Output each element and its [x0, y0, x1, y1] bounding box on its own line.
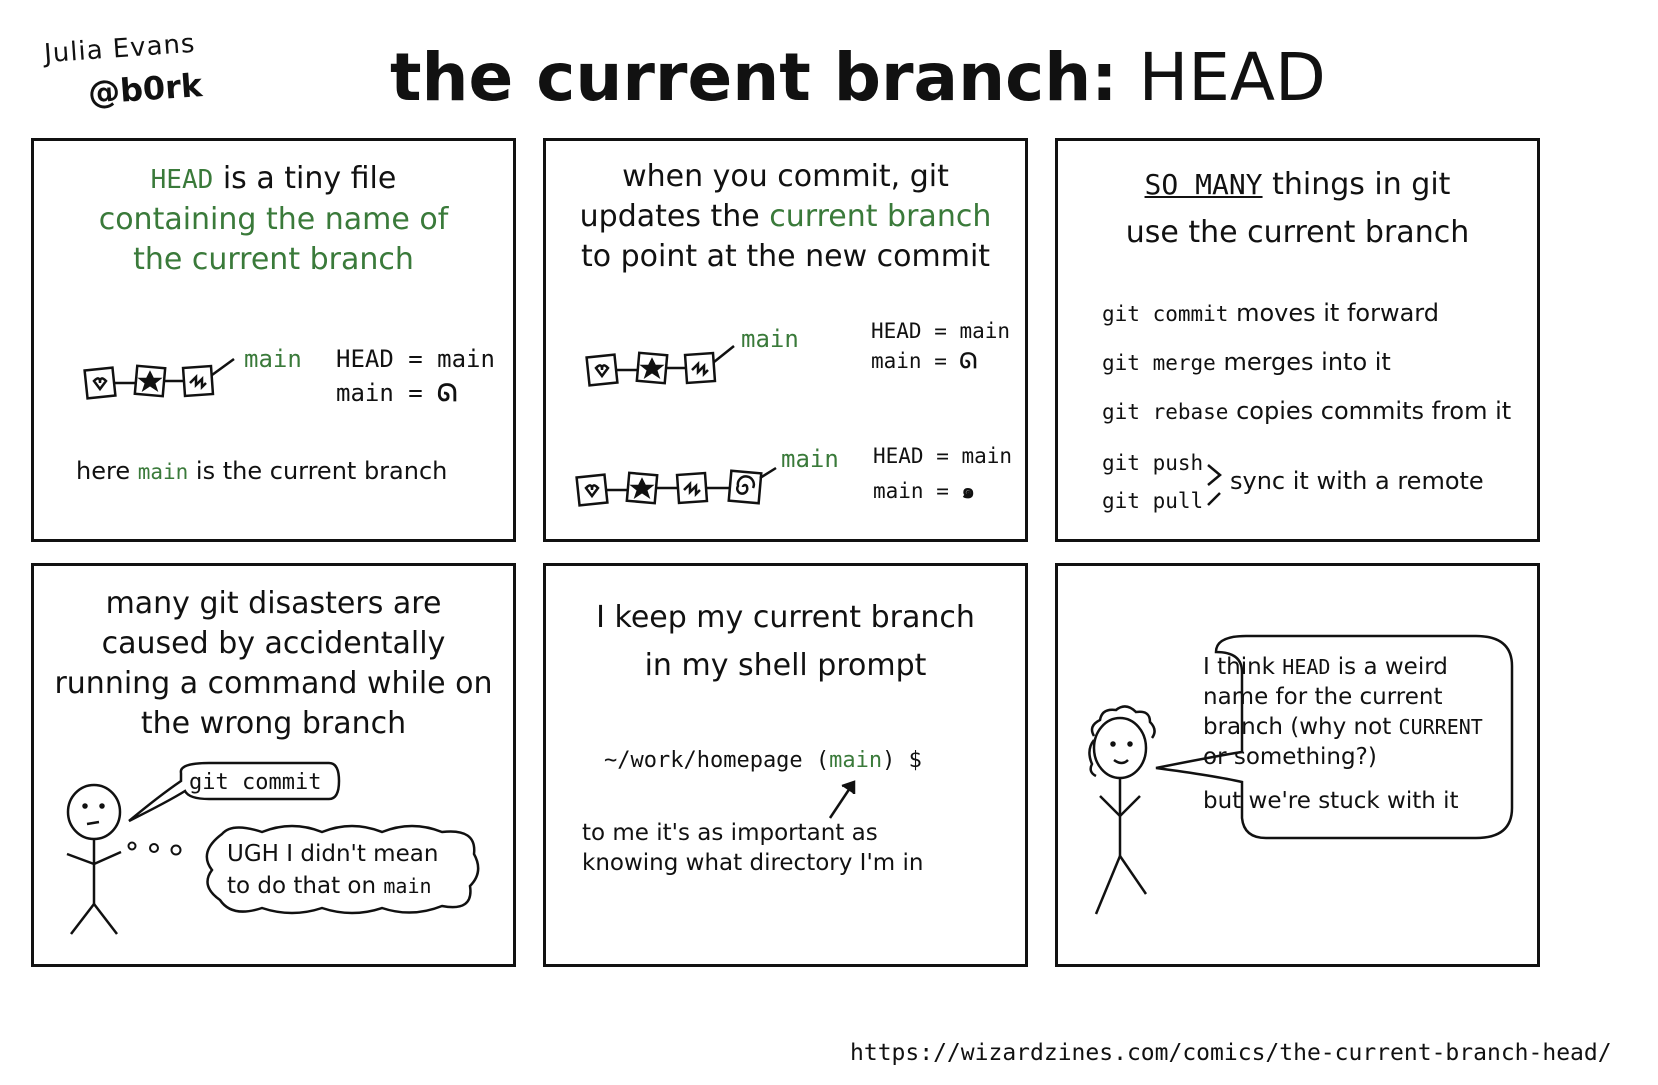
panel3-caption: SO MANY things in git use the current br… — [1058, 161, 1537, 257]
title-code: HEAD — [1138, 39, 1326, 116]
sync-text: sync it with a remote — [1230, 467, 1484, 495]
commit-chain — [83, 357, 235, 400]
caption-line2: in my shell prompt — [644, 648, 927, 683]
commit-chain-after — [575, 466, 777, 507]
head-code: HEAD — [150, 165, 214, 195]
command-code: git merge — [1102, 351, 1216, 375]
caption-line1: is a tiny file — [213, 161, 397, 196]
commit-chain-before — [585, 345, 735, 387]
bubble-text: I think HEAD is a weird name for the cur… — [1203, 652, 1483, 816]
branch-label-main-bottom: main — [781, 445, 839, 473]
bubble-line5: but we're stuck with it — [1203, 788, 1459, 814]
thought-line1: UGH I didn't mean — [227, 841, 439, 867]
caption-emph: SO MANY — [1144, 168, 1263, 201]
panel-many-things: SO MANY things in git use the current br… — [1055, 138, 1540, 542]
thought-code: main — [383, 874, 432, 898]
speech-bubble-large — [1155, 634, 1514, 840]
caption-line3: running a command while on — [54, 666, 493, 701]
thought-text: UGH I didn't mean to do that on main — [227, 838, 438, 902]
panel-weird-name: I think HEAD is a weird name for the cur… — [1055, 563, 1540, 967]
command-list: git commit moves it forward git merge me… — [1102, 299, 1511, 446]
caption-line1: many git disasters are — [105, 586, 442, 621]
brace-icon — [1207, 464, 1222, 506]
bubble-head-code: HEAD — [1282, 655, 1331, 679]
source-url[interactable]: https://wizardzines.com/comics/the-curre… — [850, 1040, 1612, 1066]
eq-main: main = ᘏ — [336, 377, 457, 409]
command-code: git commit — [1102, 302, 1229, 326]
caption-line1-rest: things in git — [1262, 167, 1451, 202]
bubble-line3-pre: branch (why not — [1203, 714, 1399, 740]
panel-git-disasters: many git disasters are caused by acciden… — [31, 563, 516, 967]
bubble-line1-post: is a weird — [1330, 654, 1448, 680]
caption-line2: caused by accidentally — [101, 626, 446, 661]
command-item: git commit moves it forward — [1102, 299, 1511, 348]
shell-prompt: ~/work/homepage (main) $ — [604, 748, 922, 773]
squiggle-icon: ᘏ — [437, 379, 458, 407]
stick-figure-worried — [66, 783, 122, 935]
author-handle: @b0rk — [86, 66, 204, 112]
page-title: the current branch: HEAD — [390, 38, 1326, 118]
caption-line2-pre: updates the — [579, 199, 770, 234]
bubble-line4: or something?) — [1203, 744, 1377, 770]
panel4-caption: many git disasters are caused by acciden… — [34, 584, 513, 744]
arrow-icon — [828, 780, 856, 819]
panel1-footer: here main is the current branch — [76, 455, 447, 488]
panel-shell-prompt: I keep my current branch in my shell pro… — [543, 563, 1028, 967]
panel-head-file: HEAD is a tiny file containing the name … — [31, 138, 516, 542]
footer-code: main — [137, 460, 189, 484]
footer-pre: here — [76, 457, 138, 485]
prompt-branch: main — [829, 748, 883, 773]
caption-line3: the current branch — [133, 242, 414, 277]
branch-label-main: main — [244, 345, 302, 373]
spiral-icon: ๑ — [961, 479, 975, 503]
panel5-caption: I keep my current branch in my shell pro… — [546, 594, 1025, 690]
eq-head-top: HEAD = main — [871, 319, 1011, 343]
speech-text: git commit — [189, 770, 322, 795]
panel-commit-updates: when you commit, git updates the current… — [543, 138, 1028, 542]
eq-main-bottom: main = ๑ — [873, 475, 975, 508]
eq-main-top: main = ᘏ — [871, 349, 977, 374]
caption-line2: containing the name of — [98, 202, 449, 237]
stick-figure-curly — [1088, 705, 1156, 915]
eq-main-bottom-label: main = — [873, 479, 962, 503]
thought-dots — [127, 841, 182, 856]
caption-line3: to point at the new commit — [580, 239, 991, 274]
branch-label-main-top: main — [741, 325, 799, 353]
thought-cloud — [205, 824, 480, 915]
command-desc: copies commits from it — [1236, 397, 1512, 425]
bubble-line1-pre: I think — [1203, 654, 1283, 680]
bubble-line2: name for the current — [1203, 684, 1443, 710]
author-name: Julia Evans — [43, 28, 197, 70]
note-line1: to me it's as important as — [582, 820, 878, 846]
command-item: git merge merges into it — [1102, 348, 1511, 397]
command-code: git rebase — [1102, 400, 1229, 424]
eq-head-bottom: HEAD = main — [873, 444, 1013, 468]
prompt-path: ~/work/homepage ( — [604, 748, 830, 773]
squiggle-icon: ᘏ — [959, 349, 977, 373]
footer-post: is the current branch — [188, 457, 448, 485]
speech-bubble — [128, 761, 341, 823]
command-desc: merges into it — [1223, 348, 1391, 376]
title-text: the current branch: — [390, 39, 1118, 116]
command-item: git rebase copies commits from it — [1102, 397, 1511, 446]
eq-main-top-label: main = — [871, 349, 960, 373]
caption-line4: the wrong branch — [140, 706, 407, 741]
caption-line2-green: current branch — [769, 199, 992, 234]
git-push: git push — [1102, 451, 1204, 475]
eq-main-label: main = — [336, 379, 438, 407]
caption-line1: when you commit, git — [622, 159, 949, 194]
panel1-caption: HEAD is a tiny file containing the name … — [34, 159, 513, 280]
command-desc: moves it forward — [1236, 299, 1439, 327]
thought-line2-pre: to do that on — [227, 873, 384, 899]
prompt-suffix: ) $ — [882, 748, 922, 773]
note-line2: knowing what directory I'm in — [582, 850, 924, 876]
bubble-current-code: CURRENT — [1398, 715, 1483, 739]
panel2-caption: when you commit, git updates the current… — [546, 157, 1025, 277]
caption-line2: use the current branch — [1125, 215, 1470, 250]
eq-head: HEAD = main — [336, 345, 495, 373]
caption-line1: I keep my current branch — [596, 600, 975, 635]
panel5-note: to me it's as important as knowing what … — [582, 818, 923, 878]
git-pull: git pull — [1102, 489, 1204, 513]
